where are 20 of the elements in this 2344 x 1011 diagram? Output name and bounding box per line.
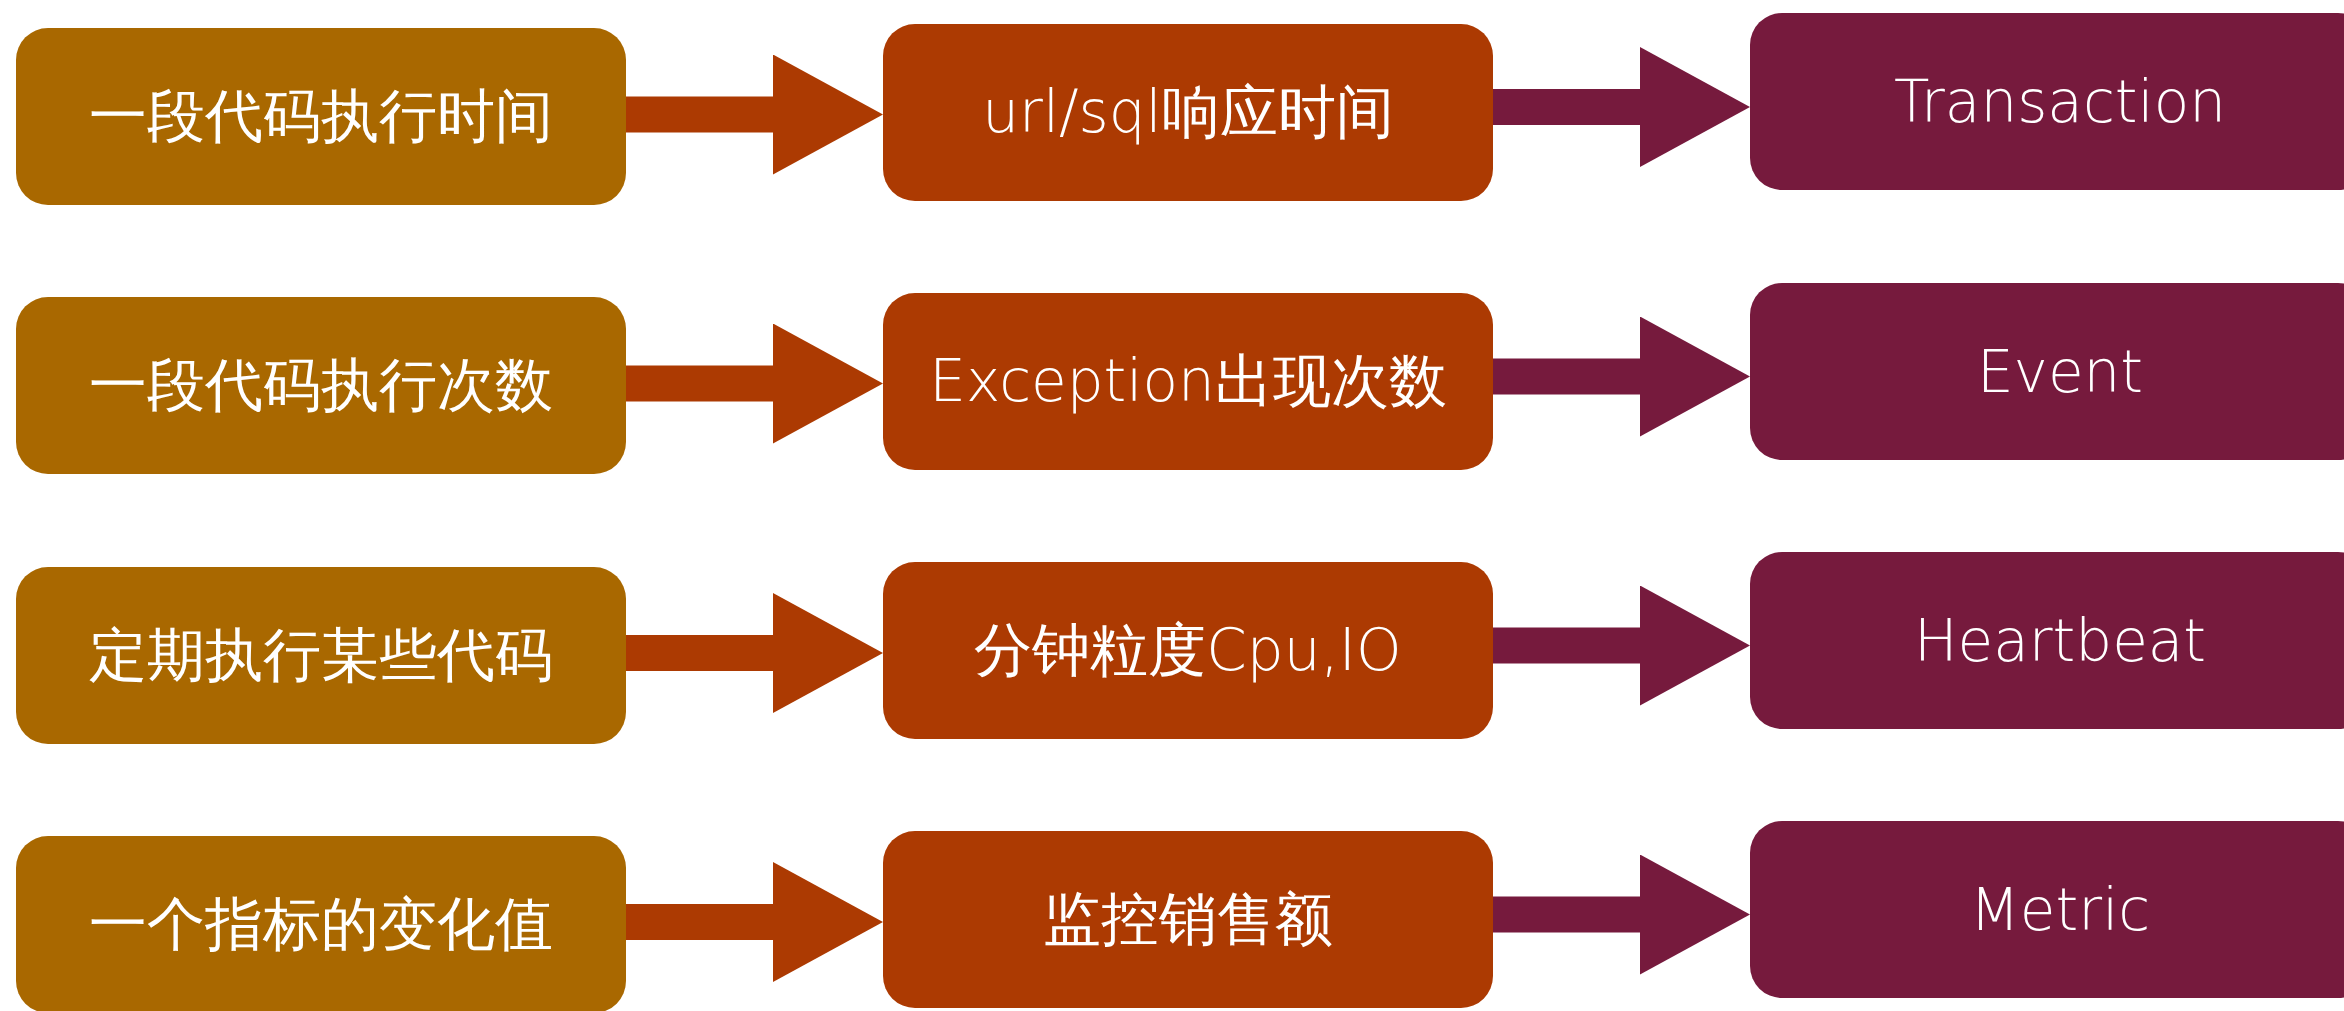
process-box: Exception出现次数 [883,293,1493,470]
process-box: 一段代码执行时间 [16,28,626,205]
process-box: Heartbeat [1750,552,2344,729]
process-box: 一段代码执行次数 [16,297,626,474]
process-box: 监控销售额 [883,831,1493,1008]
block-arrow [1493,585,1750,706]
process-box: 一个指标的变化值 [16,836,626,1011]
block-arrow [626,593,883,713]
block-arrow [1493,47,1750,167]
process-box: Event [1750,283,2344,460]
block-arrow [626,862,883,982]
process-box: 定期执行某些代码 [16,567,626,744]
process-box: url/sql响应时间 [883,24,1493,201]
block-arrow [1493,316,1750,437]
block-arrow [626,323,883,444]
process-box: Metric [1750,821,2344,998]
process-box: 分钟粒度Cpu,IO [883,562,1493,739]
block-arrow [626,54,883,175]
block-arrow [1493,854,1750,975]
process-box: Transaction [1750,13,2344,190]
